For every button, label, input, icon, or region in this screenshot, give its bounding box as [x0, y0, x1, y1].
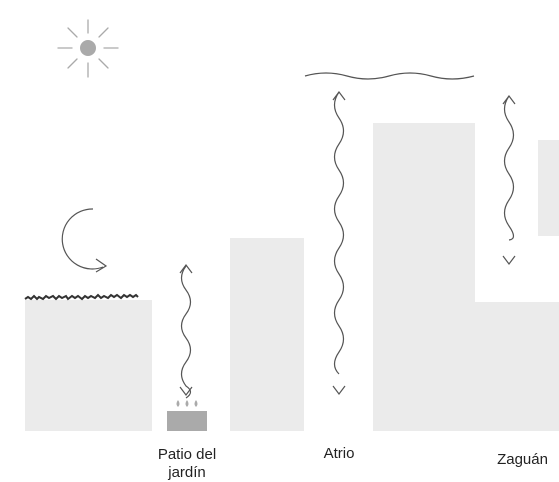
- patio-label-line2: jardín: [168, 464, 206, 481]
- atrio-label: Atrio: [323, 445, 355, 462]
- zaguan-label: Zaguán: [497, 451, 548, 468]
- fountain-icon: [167, 400, 207, 431]
- far-right-block: [538, 140, 559, 236]
- garden-block: [25, 300, 152, 431]
- wavy-double-arrow-icon: [502, 95, 516, 265]
- rotation-arrow-icon: [61, 208, 108, 273]
- sun-icon: [57, 19, 119, 78]
- patio-label-line1: Patio del: [157, 446, 217, 463]
- patio-label: Patio del jardín: [144, 446, 230, 482]
- vegetation-icon: [24, 293, 139, 301]
- right-building: [373, 123, 559, 431]
- sky-wave-line: [304, 72, 475, 80]
- wavy-double-arrow-icon: [332, 91, 346, 395]
- middle-block: [230, 238, 304, 431]
- wavy-double-arrow-icon: [179, 264, 193, 399]
